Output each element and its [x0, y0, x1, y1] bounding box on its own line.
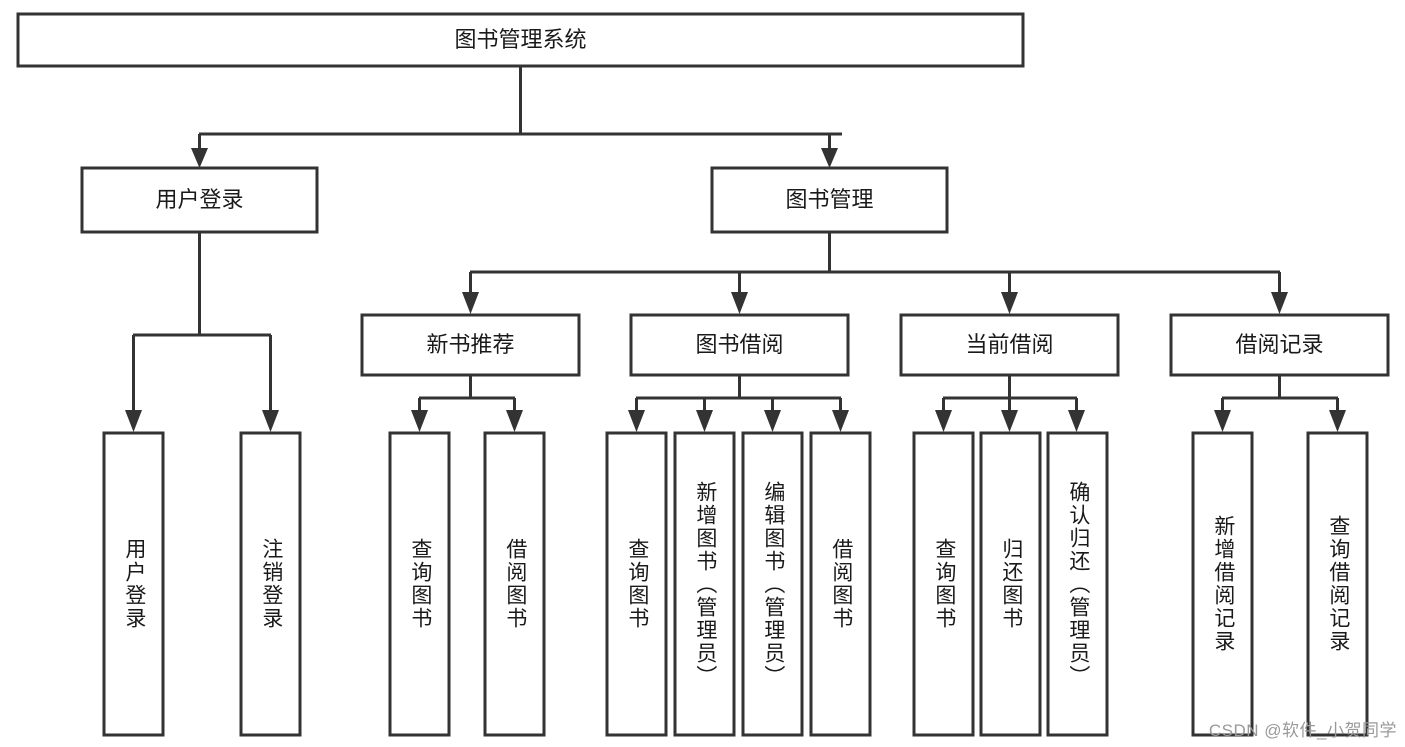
leaf-box-query-book-3[interactable]	[912, 431, 975, 737]
node-current-borrow-label: 当前借阅	[965, 332, 1053, 357]
arrowhead-leaf-query-book-1	[411, 410, 428, 432]
leaf-box-confirm-return[interactable]	[1046, 431, 1109, 737]
node-user-login-box[interactable]	[80, 166, 319, 234]
leaf-box-return-book[interactable]	[979, 431, 1042, 737]
node-root[interactable]: 图书管理系统	[16, 12, 1025, 68]
arrowhead-current-borrow	[1001, 292, 1018, 314]
edge-group-book-management	[462, 232, 1288, 314]
arrowhead-leaf-add-book	[696, 410, 713, 432]
arrowhead-book-borrow	[731, 292, 748, 314]
leaf-box-query-book-1[interactable]	[388, 431, 451, 737]
node-new-book-recommend-box[interactable]	[360, 313, 581, 377]
watermark: CSDN @软件_小贺同学	[1208, 721, 1397, 740]
leaf-box-add-record[interactable]	[1191, 431, 1254, 737]
node-book-management-label: 图书管理	[785, 187, 873, 212]
edge-group-book-borrow	[628, 375, 849, 432]
arrowhead-leaf-query-record	[1329, 410, 1346, 432]
arrowhead-leaf-query-book-3	[935, 410, 952, 432]
leaf-box-user-logout[interactable]	[239, 431, 302, 737]
leaf-box-edit-book[interactable]	[741, 431, 804, 737]
node-new-book-recommend[interactable]: 新书推荐	[360, 313, 581, 377]
node-borrow-record-box[interactable]	[1169, 313, 1390, 377]
leaf-boxes	[102, 431, 1369, 737]
arrowhead-leaf-confirm-return	[1068, 410, 1085, 432]
arrowhead-book-management	[821, 148, 838, 168]
arrowhead-leaf-user-logout	[262, 410, 279, 432]
node-book-management[interactable]: 图书管理	[710, 166, 949, 234]
node-root-label: 图书管理系统	[454, 27, 586, 52]
node-book-borrow[interactable]: 图书借阅	[629, 313, 850, 377]
arrowhead-leaf-query-book-2	[628, 410, 645, 432]
node-current-borrow-box[interactable]	[899, 313, 1120, 377]
leaf-box-query-record[interactable]	[1306, 431, 1369, 737]
node-user-login[interactable]: 用户登录	[80, 166, 319, 234]
node-current-borrow[interactable]: 当前借阅	[899, 313, 1120, 377]
arrowhead-leaf-borrow-book-2	[832, 410, 849, 432]
arrowhead-leaf-edit-book	[764, 410, 781, 432]
leaf-box-query-book-2[interactable]	[605, 431, 668, 737]
leaf-box-user-login[interactable]	[102, 431, 165, 737]
edge-group-root	[191, 66, 842, 168]
leaf-box-borrow-book-2[interactable]	[809, 431, 872, 737]
node-book-borrow-label: 图书借阅	[695, 332, 783, 357]
arrowhead-leaf-add-record	[1214, 410, 1231, 432]
arrowhead-user-login	[191, 148, 208, 168]
arrowhead-leaf-return-book	[1001, 410, 1018, 432]
node-root-box[interactable]	[16, 12, 1025, 68]
node-new-book-recommend-label: 新书推荐	[426, 332, 514, 357]
leaf-box-borrow-book-1[interactable]	[483, 431, 546, 737]
arrowhead-leaf-user-login	[125, 410, 142, 432]
leaf-box-add-book[interactable]	[673, 431, 736, 737]
edge-group-user-login	[125, 232, 279, 432]
node-book-borrow-box[interactable]	[629, 313, 850, 377]
node-borrow-record-label: 借阅记录	[1235, 332, 1323, 357]
edge-group-new-book-recommend	[411, 375, 523, 432]
arrowhead-new-book-recommend	[462, 292, 479, 314]
node-borrow-record[interactable]: 借阅记录	[1169, 313, 1390, 377]
edge-group-current-borrow	[935, 375, 1085, 432]
arrowhead-leaf-borrow-book-1	[506, 410, 523, 432]
node-user-login-label: 用户登录	[155, 187, 243, 212]
arrowhead-borrow-record	[1271, 292, 1288, 314]
edge-group-borrow-record	[1214, 375, 1346, 432]
node-book-management-box[interactable]	[710, 166, 949, 234]
